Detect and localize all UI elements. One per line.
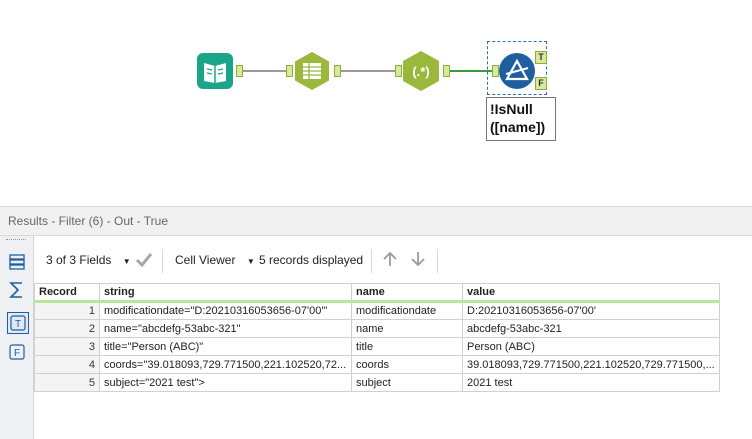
grip-handle[interactable] (6, 239, 26, 242)
connection-line (450, 70, 493, 72)
t-anchor-icon: T (10, 315, 26, 331)
string-cell[interactable]: modificationdate="D:20210316053656-07'00… (99, 301, 352, 320)
input-anchor[interactable] (492, 65, 499, 77)
table-row[interactable]: 1 modificationdate="D:20210316053656-07'… (34, 301, 720, 320)
metadata-button[interactable] (7, 280, 27, 300)
output-anchor[interactable] (236, 65, 243, 77)
string-cell[interactable]: subject="2021 test"> (99, 373, 352, 392)
toolbar-divider (437, 249, 438, 273)
results-toolbar: 3 of 3 Fields ▼ Cell Viewer ▼ 5 records … (34, 243, 752, 279)
input-anchor[interactable] (395, 65, 402, 77)
value-cell[interactable]: abcdefg-53abc-321 (462, 319, 720, 338)
cell-viewer-label: Cell Viewer (175, 253, 236, 267)
scroll-up-button[interactable] (380, 249, 400, 272)
table-list-icon (295, 52, 329, 90)
name-cell[interactable]: subject (351, 373, 463, 392)
records-displayed: 5 records displayed (259, 253, 364, 267)
apply-checkmark-button[interactable] (134, 249, 154, 272)
value-cell[interactable]: 39.018093,729.771500,221.102520,729.7715… (462, 355, 720, 374)
connection-line (341, 70, 395, 72)
select-tool[interactable] (292, 51, 332, 91)
fields-dropdown[interactable]: 3 of 3 Fields ▼ (46, 253, 131, 267)
name-cell[interactable]: coords (351, 355, 463, 374)
true-output-button[interactable]: T (7, 312, 29, 334)
regex-tool[interactable]: (.*) (400, 50, 442, 92)
record-cell[interactable]: 5 (34, 373, 100, 392)
filter-triangle-icon (499, 53, 535, 89)
output-anchor[interactable] (443, 65, 450, 77)
arrow-down-icon (411, 252, 425, 267)
table-row[interactable]: 3 title="Person (ABC)" title Person (ABC… (34, 337, 720, 356)
scroll-down-button[interactable] (408, 249, 428, 272)
selection-box (487, 41, 547, 95)
regex-icon: (.*) (403, 51, 439, 91)
regex-glyph: (.*) (412, 64, 429, 79)
record-cell[interactable]: 4 (34, 355, 100, 374)
dropdown-arrow-icon: ▼ (122, 257, 131, 266)
toolbar-divider (371, 249, 372, 273)
header-row: Record string name value (34, 283, 720, 303)
rows-icon (9, 254, 25, 270)
dropdown-arrow-icon: ▼ (246, 257, 255, 266)
value-cell[interactable]: D:20210316053656-07'00' (462, 301, 720, 320)
table-view-button[interactable] (7, 252, 27, 272)
name-cell[interactable]: modificationdate (351, 301, 463, 320)
true-anchor-label: T (538, 52, 544, 62)
input-anchor[interactable] (286, 65, 293, 77)
column-header-record[interactable]: Record (34, 283, 100, 303)
name-cell[interactable]: title (351, 337, 463, 356)
table-row[interactable]: 5 subject="2021 test"> subject 2021 test (34, 373, 720, 392)
value-cell[interactable]: Person (ABC) (462, 337, 720, 356)
f-button-label: F (14, 348, 20, 359)
input-data-tool[interactable] (196, 52, 234, 90)
record-cell[interactable]: 1 (34, 301, 100, 320)
workflow-canvas[interactable]: (.*) T F !IsNull ([name]) (0, 0, 752, 200)
value-cell[interactable]: 2021 test (462, 373, 720, 392)
column-header-value[interactable]: value (462, 283, 720, 303)
book-icon (197, 53, 233, 89)
f-anchor-icon: F (9, 344, 25, 360)
results-title: Results - Filter (6) - Out - True (8, 214, 169, 228)
false-anchor[interactable]: F (535, 77, 547, 90)
toolbar-divider (162, 249, 163, 273)
output-anchor[interactable] (334, 65, 341, 77)
column-header-string[interactable]: string (99, 283, 352, 303)
filter-tool[interactable] (498, 52, 536, 90)
table-row[interactable]: 4 coords="39.018093,729.771500,221.10252… (34, 355, 720, 374)
connection-line (243, 70, 286, 72)
table-row[interactable]: 2 name="abcdefg-53abc-321" name abcdefg-… (34, 319, 720, 338)
true-anchor[interactable]: T (535, 51, 547, 64)
arrow-up-icon (383, 251, 397, 266)
false-output-button[interactable]: F (7, 342, 27, 362)
name-cell[interactable]: name (351, 319, 463, 338)
column-header-name[interactable]: name (351, 283, 463, 303)
results-header: Results - Filter (6) - Out - True (0, 206, 752, 236)
results-grid: Record string name value 1 modificationd… (34, 283, 720, 392)
cell-viewer-dropdown[interactable]: Cell Viewer ▼ (175, 253, 255, 267)
results-side-panel: T F (0, 236, 34, 439)
filter-annotation: !IsNull ([name]) (486, 97, 556, 141)
string-cell[interactable]: coords="39.018093,729.771500,221.102520,… (99, 355, 352, 374)
checkmark-icon (135, 253, 153, 268)
sigma-icon (9, 282, 22, 298)
string-cell[interactable]: name="abcdefg-53abc-321" (99, 319, 352, 338)
fields-label: 3 of 3 Fields (46, 253, 112, 267)
record-cell[interactable]: 2 (34, 319, 100, 338)
t-button-label: T (15, 319, 21, 330)
string-cell[interactable]: title="Person (ABC)" (99, 337, 352, 356)
record-cell[interactable]: 3 (34, 337, 100, 356)
false-anchor-label: F (538, 78, 544, 88)
